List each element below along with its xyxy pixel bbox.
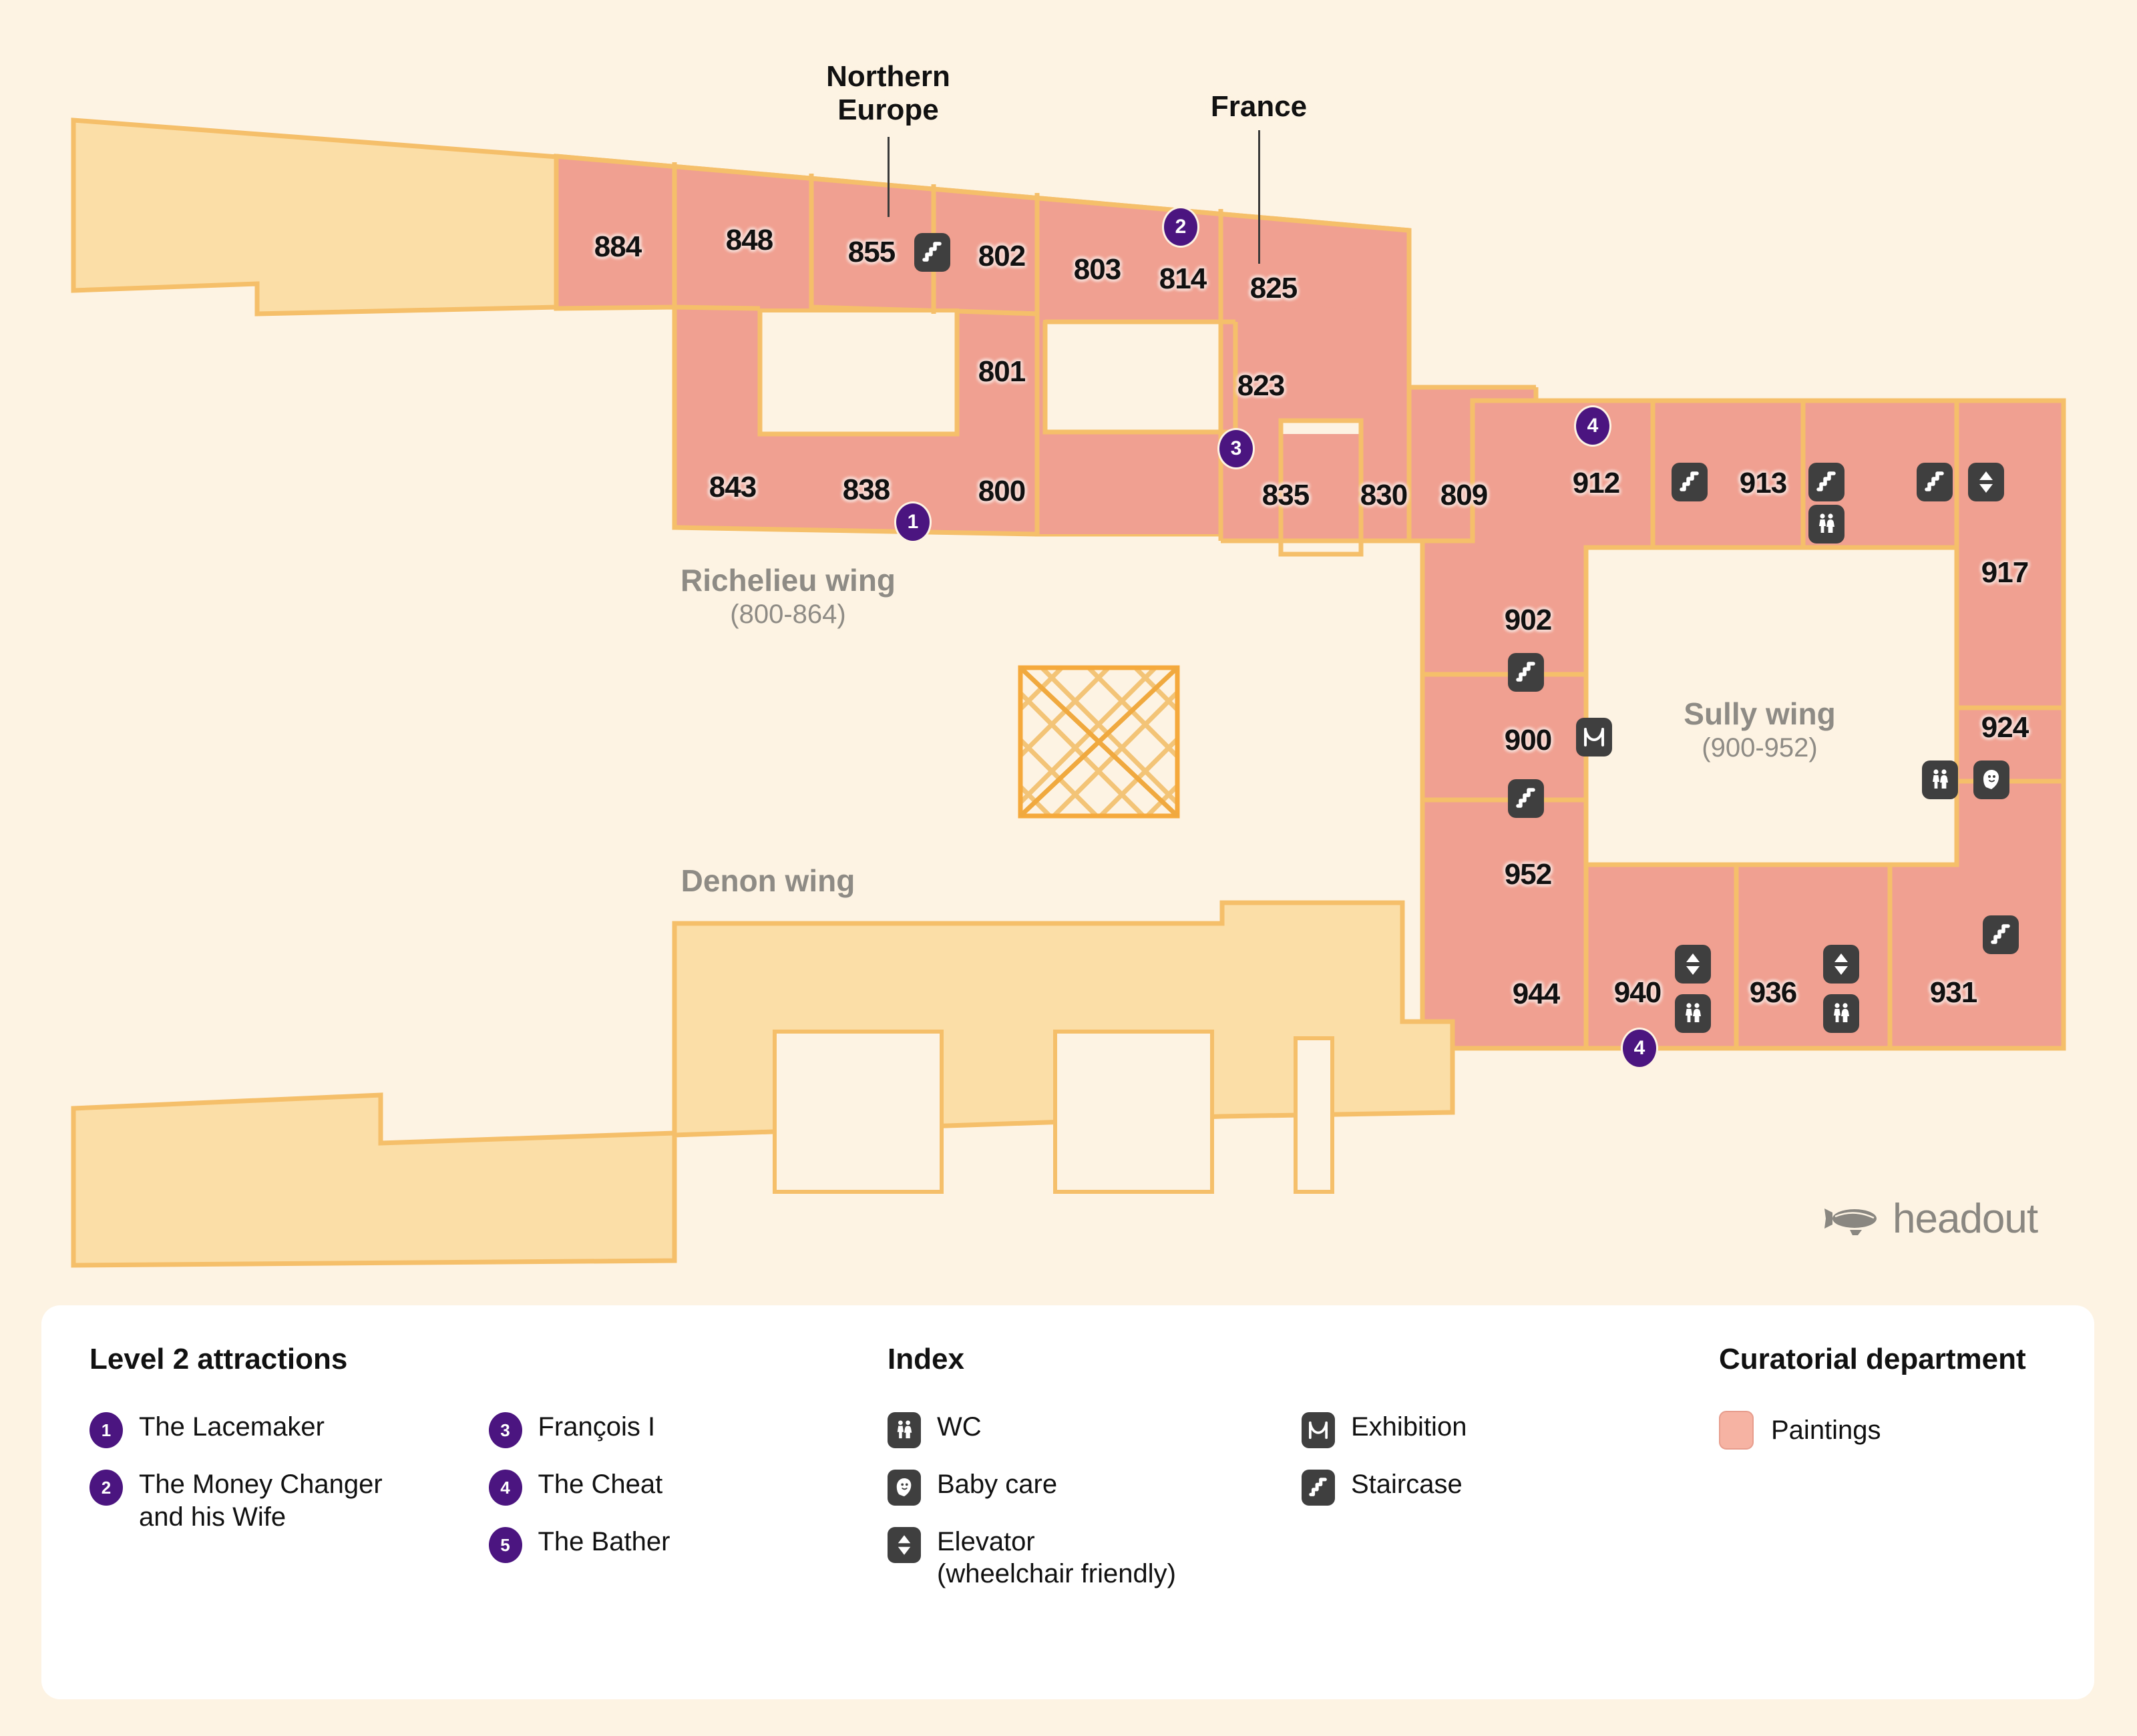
map-legend: Level 2 attractions 1 The Lacemaker 2 Th… [41, 1305, 2094, 1699]
attraction-label: The Money Changer and his Wife [139, 1470, 383, 1532]
staircase-icon[interactable] [1508, 653, 1544, 692]
legend-attraction-1[interactable]: 1 The Lacemaker [89, 1411, 489, 1448]
neutral-area-northwest [71, 118, 560, 316]
sully-walls [1422, 401, 2064, 1048]
attraction-badge: 5 [488, 1527, 522, 1563]
wing-label-denon: Denon wing [681, 863, 855, 899]
courtyard-pyramid [1018, 665, 1180, 819]
legend-attraction-5[interactable]: 5 The Bather [488, 1526, 888, 1563]
legend-heading-attractions: Level 2 attractions [89, 1343, 348, 1375]
wc-icon[interactable] [1823, 994, 1859, 1033]
staircase-icon[interactable] [1508, 779, 1544, 818]
legend-department-paintings: Paintings [1719, 1411, 2046, 1450]
baby-care-icon [888, 1470, 921, 1506]
headout-logo: headout [1823, 1195, 2038, 1243]
legend-index-staircase: Staircase [1302, 1468, 1716, 1506]
denon-void-2 [1053, 1030, 1214, 1194]
index-label: Elevator (wheelchair friendly) [937, 1527, 1176, 1588]
attraction-badge: 3 [488, 1412, 522, 1448]
legend-index-wc: WC [888, 1411, 1302, 1448]
legend-attractions: Level 2 attractions 1 The Lacemaker 2 Th… [89, 1343, 888, 1610]
museum-floor-map: Northern Europe France Richelieu wing (8… [71, 59, 2066, 1268]
map-marker-1[interactable]: 1 [894, 501, 932, 543]
legend-index: Index WC Baby care Elevator (wheelchair … [888, 1343, 1719, 1610]
map-marker-4b[interactable]: 4 [1621, 1028, 1658, 1069]
richelieu-void-2 [1043, 320, 1237, 434]
attractions-column-1: 1 The Lacemaker 2 The Money Changer and … [89, 1411, 489, 1583]
floorplan-svg [71, 118, 2066, 1268]
wc-icon[interactable] [1922, 761, 1958, 799]
staircase-icon[interactable] [1808, 463, 1844, 501]
legend-heading-department: Curatorial department [1719, 1343, 2026, 1375]
index-column-1: WC Baby care Elevator (wheelchair friend… [888, 1411, 1302, 1610]
blimp-icon [1824, 1208, 1877, 1235]
wing-range: (900-952) [1702, 732, 1818, 763]
denon-void-1 [773, 1030, 944, 1194]
wing-label-richelieu: Richelieu wing (800-864) [681, 564, 896, 631]
attraction-label: The Bather [538, 1527, 670, 1556]
attraction-badge: 2 [89, 1470, 123, 1506]
index-label: Exhibition [1351, 1412, 1467, 1442]
map-marker-3[interactable]: 3 [1217, 428, 1255, 469]
staircase-icon[interactable] [914, 233, 950, 272]
index-label: Baby care [937, 1470, 1058, 1499]
paintings-swatch [1719, 1411, 1754, 1450]
brand-name: headout [1893, 1196, 2038, 1242]
attractions-column-2: 3 François I 4 The Cheat 5 The Bather [488, 1411, 888, 1583]
department-label: Paintings [1771, 1415, 1881, 1445]
map-marker-2[interactable]: 2 [1162, 206, 1199, 248]
wing-name: Richelieu wing [680, 563, 896, 598]
legend-index-exhibition: Exhibition [1302, 1411, 1716, 1448]
index-column-2: Exhibition Staircase [1302, 1411, 1716, 1610]
wing-label-sully: Sully wing (900-952) [1684, 696, 1836, 765]
elevator-icon[interactable] [1968, 463, 2004, 501]
legend-heading-index: Index [888, 1343, 964, 1375]
staircase-icon[interactable] [1983, 915, 2019, 954]
index-label: WC [937, 1412, 982, 1442]
callout-northern-europe: Northern Europe [826, 59, 950, 126]
richelieu-void-1 [758, 308, 959, 436]
legend-index-elevator: Elevator (wheelchair friendly) [888, 1526, 1302, 1590]
elevator-icon [888, 1527, 921, 1563]
map-marker-4a[interactable]: 4 [1574, 405, 1611, 447]
callout-france: France [1210, 89, 1308, 123]
wc-icon[interactable] [1808, 505, 1844, 544]
legend-attraction-2[interactable]: 2 The Money Changer and his Wife [89, 1468, 489, 1534]
baby-care-icon[interactable] [1973, 761, 2009, 799]
staircase-icon[interactable] [1917, 463, 1953, 501]
staircase-icon [1302, 1470, 1335, 1506]
legend-attraction-3[interactable]: 3 François I [488, 1411, 888, 1448]
index-label: Staircase [1351, 1470, 1463, 1499]
staircase-icon[interactable] [1672, 463, 1708, 501]
attraction-badge: 1 [89, 1412, 123, 1448]
neutral-area-denon [71, 900, 1455, 1268]
wing-name: Sully wing [1684, 696, 1836, 732]
elevator-icon[interactable] [1823, 945, 1859, 984]
attraction-label: The Lacemaker [139, 1412, 325, 1442]
legend-department: Curatorial department Paintings [1719, 1343, 2046, 1610]
attraction-label: François I [538, 1412, 656, 1442]
denon-void-3 [1294, 1036, 1334, 1194]
legend-index-baby-care: Baby care [888, 1468, 1302, 1506]
callout-line-northern-europe [888, 137, 890, 217]
legend-attraction-4[interactable]: 4 The Cheat [488, 1468, 888, 1506]
sully-courtyard-void [1583, 545, 1959, 867]
exhibition-icon[interactable] [1576, 718, 1612, 756]
exhibition-icon [1302, 1412, 1335, 1448]
wing-name: Denon wing [681, 863, 855, 899]
attraction-label: The Cheat [538, 1470, 663, 1499]
wc-icon[interactable] [1675, 994, 1711, 1033]
elevator-icon[interactable] [1675, 945, 1711, 984]
callout-line-france [1258, 130, 1260, 264]
wing-range: (800-864) [730, 599, 846, 629]
attraction-badge: 4 [488, 1470, 522, 1506]
wc-icon [888, 1412, 921, 1448]
